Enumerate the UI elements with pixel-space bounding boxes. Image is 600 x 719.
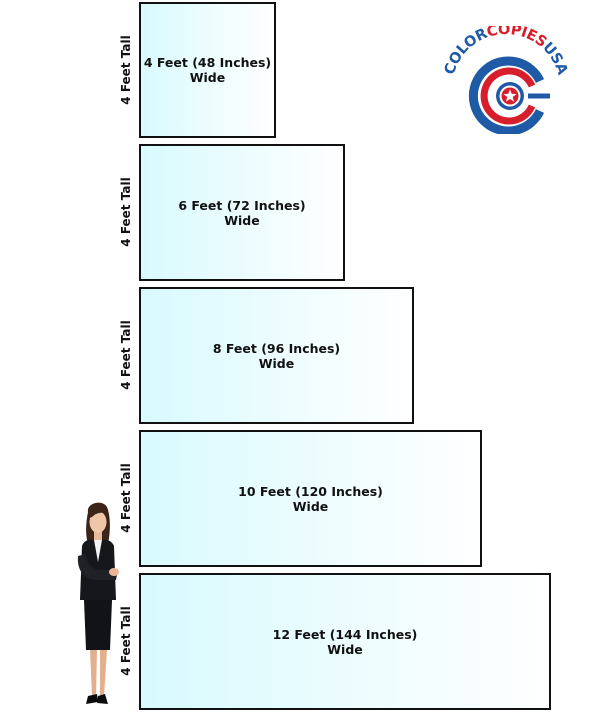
banner-6ft: 6 Feet (72 Inches) Wide [139, 144, 345, 281]
banner-12ft: 12 Feet (144 Inches) Wide [139, 573, 551, 710]
banner-4ft-size: 4 Feet (48 Inches) [143, 55, 272, 70]
banner-12ft-wide: Wide [327, 641, 363, 657]
banner-4ft: 4 Feet (48 Inches) Wide [139, 2, 276, 138]
banner-4ft-label: 4 Feet (48 Inches) Wide [144, 55, 271, 85]
banner-10ft-size: 10 Feet (120 Inches) [238, 483, 383, 499]
height-label-8ft-banner: 4 Feet Tall [119, 320, 133, 390]
banner-10ft-wide: Wide [292, 498, 329, 514]
banner-8ft-label: 8 Feet (96 Inches) Wide [213, 341, 340, 371]
star-icon [503, 89, 517, 102]
height-label-4ft-banner: 4 Feet Tall [119, 35, 133, 105]
banner-8ft-wide: Wide [258, 355, 295, 371]
logo-text-copies: COPIES [485, 26, 549, 51]
banner-10ft-label: 10 Feet (120 Inches) Wide [238, 484, 383, 514]
banner-6ft-size: 6 Feet (72 Inches) [178, 197, 306, 213]
banner-6ft-wide: Wide [224, 212, 260, 228]
logo-emblem-icon [468, 56, 550, 134]
banner-12ft-size: 12 Feet (144 Inches) [272, 626, 418, 642]
banner-6ft-label: 6 Feet (72 Inches) Wide [178, 198, 305, 228]
banner-12ft-label: 12 Feet (144 Inches) Wide [273, 627, 418, 657]
banner-8ft-size: 8 Feet (96 Inches) [212, 340, 341, 356]
colorcopiesusa-logo: COLORCOPIESUSA [444, 26, 568, 134]
banner-4ft-wide: Wide [189, 70, 226, 85]
banner-10ft: 10 Feet (120 Inches) Wide [139, 430, 482, 567]
businesswoman-scale-figure [77, 502, 119, 704]
height-label-6ft-banner: 4 Feet Tall [119, 177, 133, 247]
banner-8ft: 8 Feet (96 Inches) Wide [139, 287, 414, 424]
